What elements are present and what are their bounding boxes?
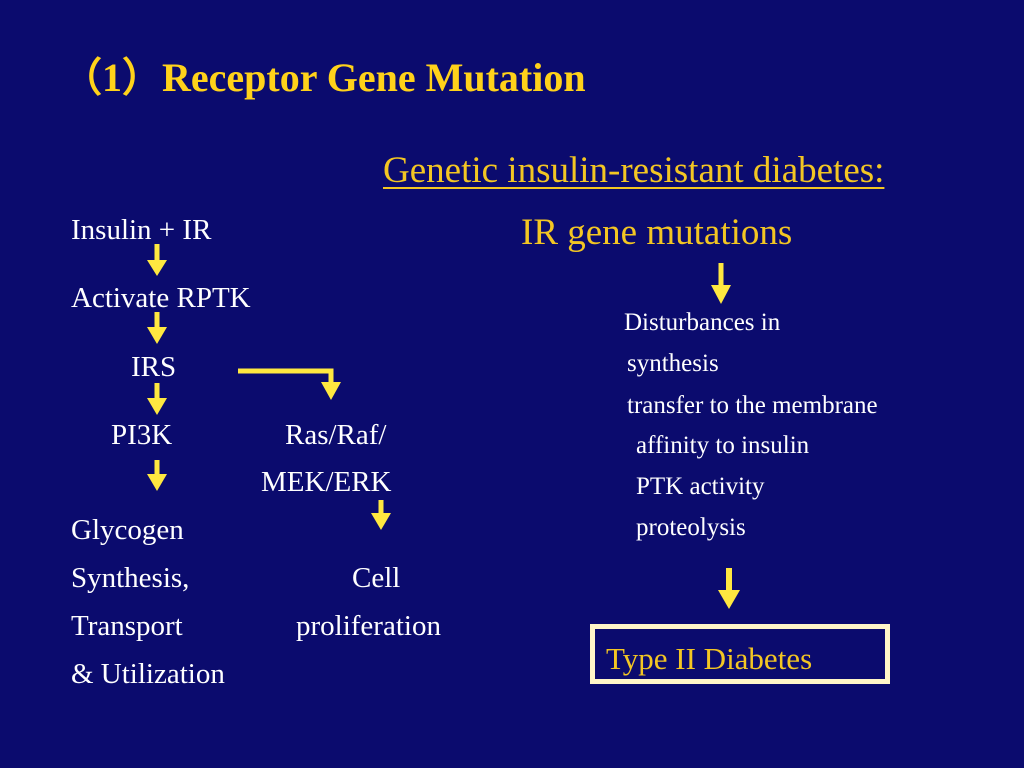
disturbances-label: Disturbances in [624, 309, 781, 336]
arrow-down-icon [711, 263, 731, 304]
disturbance-item: synthesis [627, 350, 719, 377]
ras-raf-label: Ras/Raf/ [285, 419, 387, 451]
cell-line-1: Cell [352, 562, 401, 594]
disturbance-item: transfer to the membrane [627, 392, 878, 419]
arrow-down-icon [371, 500, 391, 530]
insulin-ir-label: Insulin + IR [71, 214, 212, 246]
type-ii-diabetes-box: Type II Diabetes [590, 624, 890, 684]
glycogen-line-1: Glycogen [71, 514, 184, 546]
glycogen-line-2: Synthesis, [71, 562, 190, 594]
mek-erk-label: MEK/ERK [261, 466, 392, 498]
activate-rptk-label: Activate RPTK [71, 282, 251, 314]
slide-title: （1）Receptor Gene Mutation [62, 55, 586, 100]
irs-label: IRS [131, 351, 177, 383]
type-ii-diabetes-label: Type II Diabetes [606, 641, 813, 676]
disturbance-item: proteolysis [636, 514, 746, 541]
disturbance-item: PTK activity [636, 473, 765, 500]
arrow-down-icon [718, 568, 740, 609]
cell-line-2: proliferation [296, 610, 441, 642]
branch-arrow-icon [238, 368, 341, 400]
arrow-down-icon [147, 312, 167, 344]
ir-gene-mutations-label: IR gene mutations [521, 212, 793, 253]
arrow-down-icon [147, 383, 167, 415]
glycogen-line-3: Transport [71, 610, 183, 642]
glycogen-line-4: & Utilization [71, 658, 225, 690]
arrow-down-icon [147, 244, 167, 276]
pi3k-label: PI3K [111, 419, 173, 451]
disturbance-item: affinity to insulin [636, 432, 810, 459]
subtitle-heading: Genetic insulin-resistant diabetes: [383, 150, 885, 191]
arrow-down-icon [147, 460, 167, 491]
